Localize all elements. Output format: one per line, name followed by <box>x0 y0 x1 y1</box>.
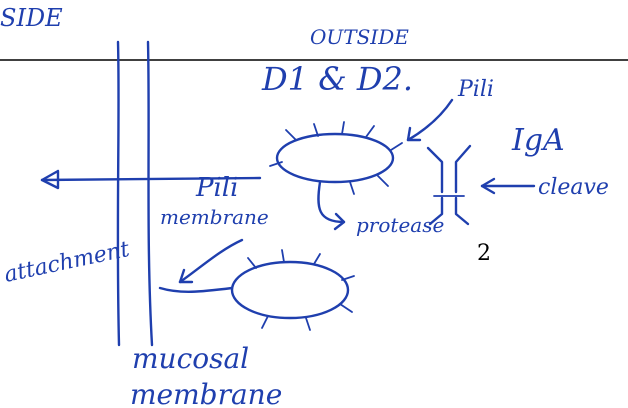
attachment-arrowhead <box>178 268 194 284</box>
label-membrane: membrane <box>160 205 269 229</box>
label-membrane-bottom: membrane <box>130 378 282 408</box>
membrane-line-left <box>116 40 121 347</box>
arrow-left-shaft <box>40 176 262 182</box>
cleave-arrowhead <box>480 177 496 195</box>
pili-pointer-arrow <box>406 98 454 142</box>
label-iga: IgA <box>511 123 565 158</box>
label-pili-left: Pili <box>195 173 238 203</box>
page-number: 2 <box>477 241 491 266</box>
attachment-pilus <box>158 286 234 293</box>
protease-arrow <box>317 180 346 224</box>
membrane-line-right <box>146 40 154 347</box>
label-mucosal: mucosal <box>132 342 249 375</box>
label-pili-top: Pili <box>457 77 494 102</box>
label-outside: OUTSIDE <box>310 25 409 49</box>
label-cleave: cleave <box>538 175 609 200</box>
bacterium-upper-pili <box>269 121 403 195</box>
pili-pointer-arrowhead <box>406 126 422 142</box>
label-inside: SIDE <box>0 4 63 32</box>
iga-antibody <box>426 144 472 226</box>
bacterium-upper <box>275 132 395 184</box>
bacterium-lower <box>230 260 350 320</box>
label-d1d2: D1 & D2. <box>261 60 413 98</box>
label-attachment: attachment <box>2 237 132 288</box>
label-protease: protease <box>356 213 444 237</box>
attachment-arrow <box>178 238 244 284</box>
bacterium-lower-pili <box>247 249 355 331</box>
arrow-left-head <box>40 169 60 190</box>
protease-arrowhead <box>333 212 346 231</box>
